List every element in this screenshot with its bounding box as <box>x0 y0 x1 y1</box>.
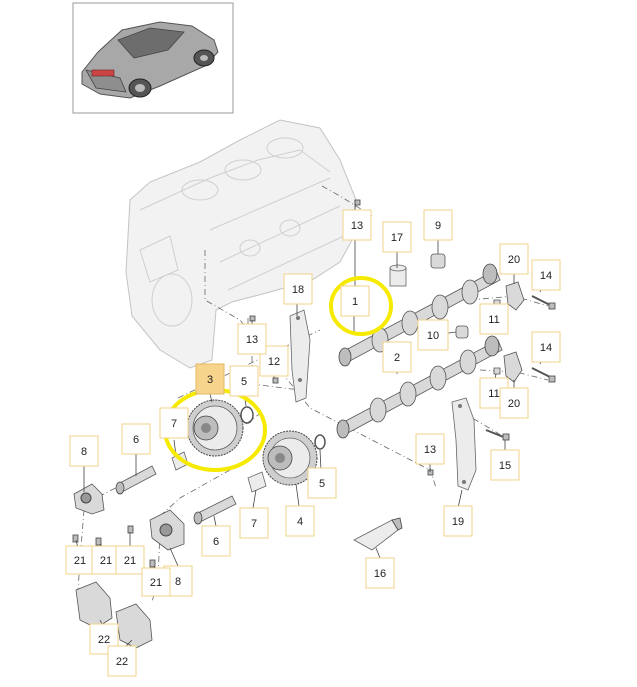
callout-11a[interactable]: 11 <box>479 303 509 335</box>
callout-7b[interactable]: 7 <box>239 507 269 539</box>
callout-text: 6 <box>213 536 219 548</box>
callout-3[interactable]: 3 <box>195 363 225 395</box>
bolts <box>249 199 556 476</box>
callout-text: 20 <box>508 254 520 266</box>
callout-20b[interactable]: 20 <box>499 387 529 419</box>
callout-15[interactable]: 15 <box>490 449 520 481</box>
callout-text: 18 <box>292 284 304 296</box>
actuator-8a <box>73 483 105 515</box>
callout-6a[interactable]: 6 <box>121 423 151 455</box>
callout-21d[interactable]: 21 <box>141 567 171 597</box>
callout-text: 21 <box>100 555 112 567</box>
callout-21b[interactable]: 21 <box>91 545 121 575</box>
callout-text: 19 <box>452 516 464 528</box>
callout-text: 10 <box>427 330 439 342</box>
sensor-22a <box>75 581 113 629</box>
callout-text: 7 <box>251 518 257 530</box>
callout-text: 1 <box>352 296 358 308</box>
callout-6b[interactable]: 6 <box>201 525 231 557</box>
callout-12[interactable]: 12 <box>259 345 289 377</box>
callout-7a[interactable]: 7 <box>159 407 189 439</box>
guide-rail-18 <box>289 309 311 403</box>
callout-text: 9 <box>435 220 441 232</box>
solenoid-valve-6a <box>115 465 157 495</box>
valve-tappet <box>389 264 407 287</box>
screws-21 <box>72 525 156 568</box>
callout-10[interactable]: 10 <box>417 319 449 351</box>
porsche-911-car-icon <box>81 21 219 99</box>
sensor-22b <box>115 603 153 649</box>
callout-1[interactable]: 1 <box>340 285 370 317</box>
callout-5a[interactable]: 5 <box>229 365 259 397</box>
callout-16[interactable]: 16 <box>365 557 395 589</box>
callout-text: 4 <box>297 516 303 528</box>
guide-rail-19 <box>451 397 477 491</box>
callout-text: 14 <box>540 342 552 354</box>
callout-19[interactable]: 19 <box>443 505 473 537</box>
actuator-8b <box>149 509 185 551</box>
callout-text: 8 <box>81 446 87 458</box>
callout-13a[interactable]: 13 <box>342 209 372 241</box>
camshaft-adjuster-4 <box>262 430 318 486</box>
bearing-cap-9 <box>430 253 446 269</box>
callout-text: 17 <box>391 232 403 244</box>
callout-text: 12 <box>268 356 280 368</box>
cam-bracket-20b <box>503 351 523 383</box>
callout-2[interactable]: 2 <box>382 341 412 373</box>
cylinder-head-ghost <box>125 119 357 369</box>
callout-text: 5 <box>241 376 247 388</box>
exhaust-camshaft <box>336 335 503 439</box>
callout-text: 3 <box>207 374 213 386</box>
callout-text: 13 <box>351 220 363 232</box>
callout-17[interactable]: 17 <box>382 221 412 253</box>
camshaft-adjuster-3 <box>186 399 244 457</box>
callout-9[interactable]: 9 <box>423 209 453 241</box>
callout-text: 6 <box>133 434 139 446</box>
callout-14b[interactable]: 14 <box>531 331 561 363</box>
callout-text: 21 <box>124 555 136 567</box>
callout-text: 14 <box>540 270 552 282</box>
callout-text: 22 <box>116 656 128 668</box>
highlight-ring-part-1 <box>329 276 393 336</box>
callout-22b[interactable]: 22 <box>107 645 137 677</box>
callout-text: 8 <box>175 576 181 588</box>
callout-text: 7 <box>171 418 177 430</box>
callout-text: 13 <box>424 444 436 456</box>
callout-text: 21 <box>150 577 162 589</box>
callout-text: 13 <box>246 334 258 346</box>
callout-text: 20 <box>508 398 520 410</box>
callout-13b[interactable]: 13 <box>237 323 267 355</box>
bearing-cap-10 <box>455 325 469 339</box>
callout-text: 15 <box>499 460 511 472</box>
callout-21a[interactable]: 21 <box>65 545 95 575</box>
callout-20a[interactable]: 20 <box>499 243 529 275</box>
callout-14a[interactable]: 14 <box>531 259 561 291</box>
callout-text: 16 <box>374 568 386 580</box>
callout-8a[interactable]: 8 <box>69 435 99 467</box>
callout-13c[interactable]: 13 <box>415 433 445 465</box>
callout-4[interactable]: 4 <box>285 505 315 537</box>
callout-21c[interactable]: 21 <box>115 545 145 575</box>
callout-text: 11 <box>488 388 499 400</box>
cam-bracket-20a <box>505 281 525 311</box>
callout-text: 5 <box>319 478 325 490</box>
vehicle-thumbnail[interactable] <box>72 2 234 114</box>
sealant-tube-16 <box>353 517 403 551</box>
callout-18[interactable]: 18 <box>283 273 313 305</box>
callout-5b[interactable]: 5 <box>307 467 337 499</box>
solenoid-valve-6b <box>193 495 237 525</box>
intake-camshaft <box>338 263 501 367</box>
callout-text: 2 <box>394 352 400 364</box>
callout-text: 21 <box>74 555 86 567</box>
callout-text: 11 <box>488 314 499 326</box>
callout-text: 22 <box>98 634 110 646</box>
